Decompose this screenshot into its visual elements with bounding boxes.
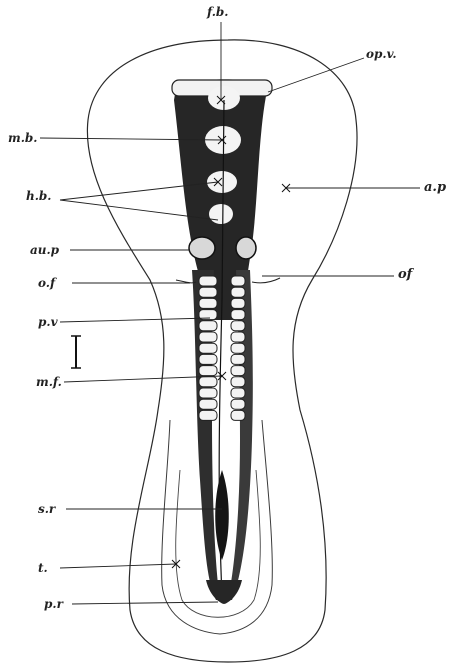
somite-left-1 [199,276,217,286]
somite-left-11 [199,388,217,398]
head-region [174,79,266,320]
somite-left-13 [199,410,217,420]
hindbrain-vesicle-2 [209,204,233,224]
somite-right-2 [231,287,245,297]
hindbrain-vesicle-1 [207,171,237,193]
label-opv: op.v. [366,48,397,60]
label-of-left: o.f [38,277,55,289]
somite-right-12 [231,399,245,409]
somite-right-4 [231,310,245,320]
somite-right-11 [231,388,245,398]
somite-right-7 [231,343,245,353]
leader-opv [268,58,364,92]
optic-fold-right [252,278,280,283]
auditory-pit-right [236,237,256,259]
label-mb: m.b. [8,132,37,144]
leader-t [60,564,176,568]
somite-left-7 [199,343,217,353]
somite-right-10 [231,377,245,387]
somite-left-8 [199,354,217,364]
leader-pv [60,318,210,322]
somite-left-10 [199,377,217,387]
label-aup: au.p [30,244,59,256]
somite-left-6 [199,332,217,342]
label-hb: h.b. [26,190,51,202]
somite-left-12 [199,399,217,409]
somite-right-1 [231,276,245,286]
leader-pr [72,602,218,604]
somite-left-2 [199,287,217,297]
sinus-rhomboidalis [215,470,229,560]
auditory-pit-left [189,237,215,259]
somite-right-8 [231,354,245,364]
somite-right-5 [231,321,245,331]
label-t: t. [38,562,48,574]
primitive-streak-end [206,580,242,604]
label-pr: p.r [44,598,63,610]
label-of-right: of [398,268,412,281]
somite-right-9 [231,366,245,376]
somite-right-3 [231,298,245,308]
label-fb: f.b. [207,6,228,18]
label-sr: s.r [38,503,55,515]
somite-left-3 [199,298,217,308]
somite-left-9 [199,366,217,376]
label-ap: a.p [424,181,446,194]
somite-right-6 [231,332,245,342]
somite-left-5 [199,321,217,331]
label-pv: p.v [38,316,58,328]
somite-right-13 [231,410,245,420]
label-mf: m.f. [36,376,62,388]
